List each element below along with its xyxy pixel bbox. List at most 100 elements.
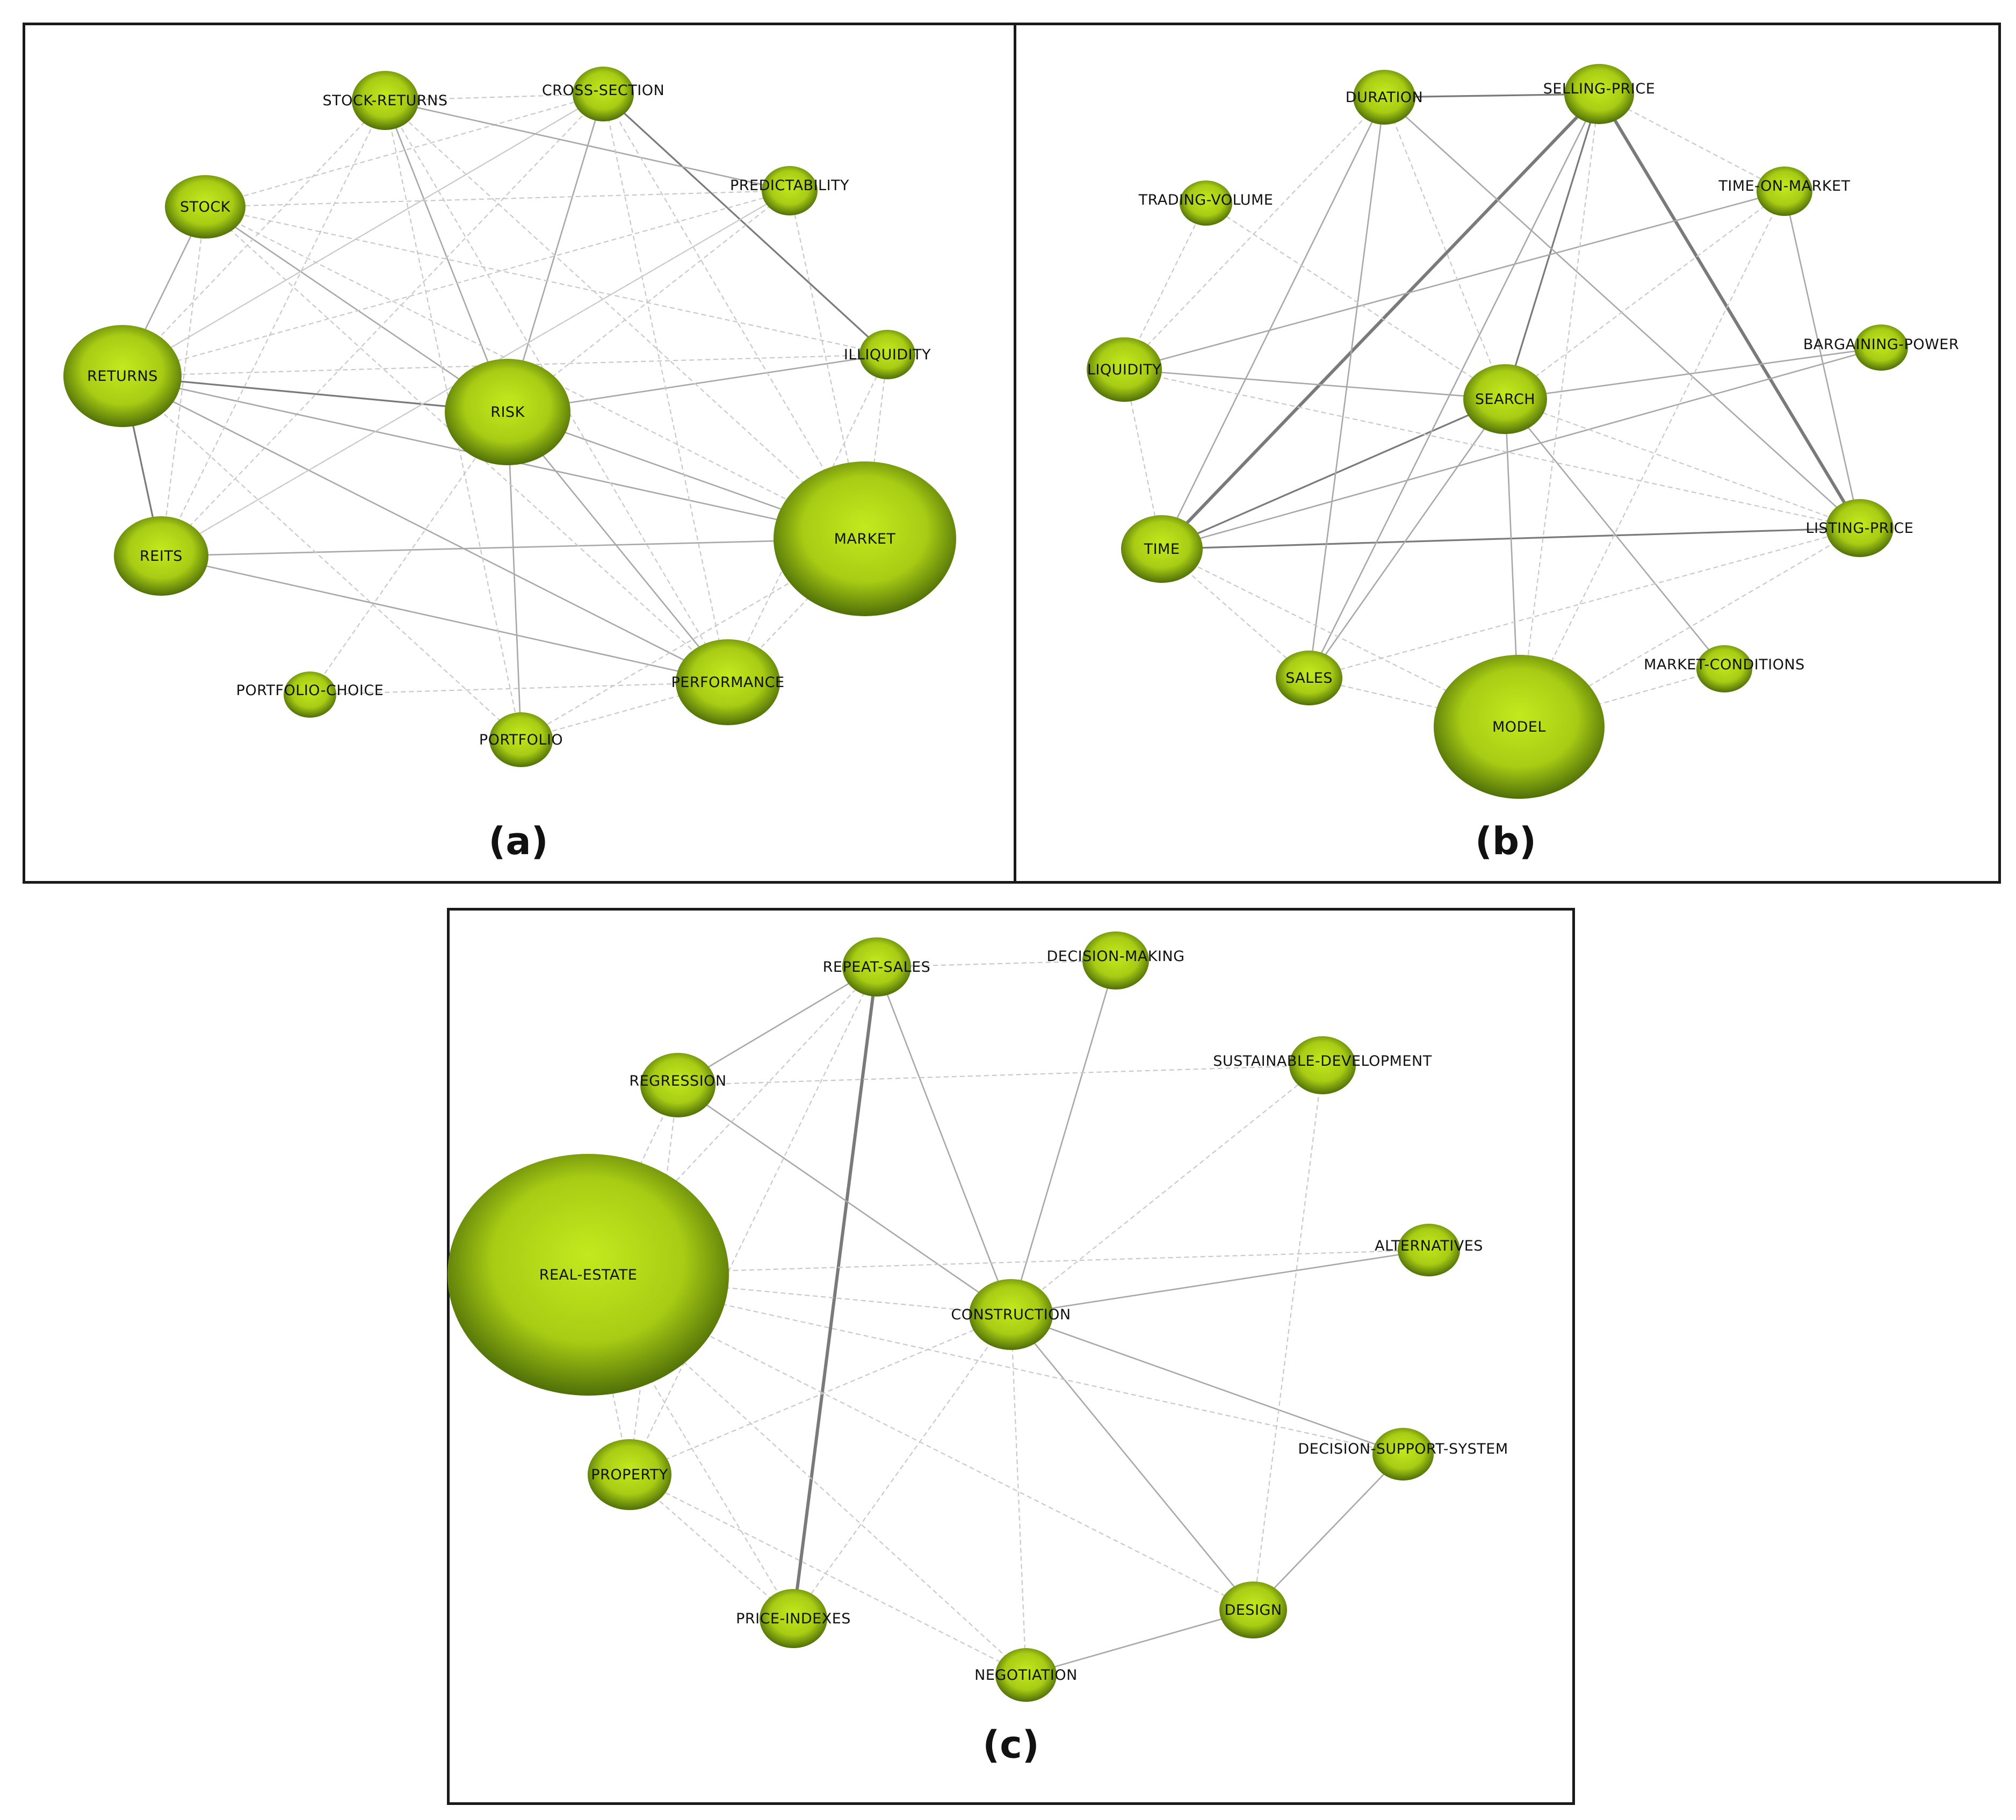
- node-label-c-regression: REGRESSION: [629, 1073, 726, 1089]
- node-label-c-decision-making: DECISION-MAKING: [1046, 948, 1184, 965]
- edge-c-regression-sustainable-development: [677, 1064, 1323, 1086]
- node-a-reits: [114, 516, 208, 596]
- node-label-a-predictability: PREDICTABILITY: [730, 177, 849, 194]
- edge-c-decision-making-construction: [1010, 960, 1117, 1315]
- node-c-construction: [969, 1279, 1053, 1350]
- edge-b-liquidity-listing-price: [1124, 369, 1860, 529]
- edge-a-returns-predictability: [122, 190, 790, 377]
- edge-a-returns-portfolio: [122, 375, 522, 740]
- edge-b-duration-liquidity: [1124, 97, 1385, 370]
- edge-c-construction-sustainable-development: [1010, 1065, 1323, 1315]
- edge-c-real-estate-repeat-sales: [588, 966, 877, 1275]
- edge-a-reits-cross-section: [161, 93, 604, 557]
- edge-a-risk-portfolio-choice: [309, 411, 508, 695]
- edge-c-construction-alternatives: [1010, 1249, 1429, 1316]
- node-b-market-conditions: [1696, 645, 1752, 692]
- node-label-b-time-on-market: TIME-ON-MARKET: [1718, 178, 1850, 194]
- edge-b-model-selling-price: [1518, 93, 1600, 727]
- edge-c-decision-support-system-design: [1253, 1454, 1404, 1610]
- edge-a-stock-returns-predictability: [385, 99, 790, 192]
- edge-b-time-on-market-search: [1505, 191, 1785, 400]
- node-c-regression: [640, 1053, 716, 1117]
- edge-a-stock-illiquidity: [205, 206, 888, 356]
- edge-c-design-negotiation: [1025, 1609, 1254, 1676]
- edge-b-duration-selling-price: [1384, 93, 1600, 98]
- edge-a-returns-risk: [122, 375, 508, 413]
- edge-a-stock-reits: [160, 206, 206, 557]
- edge-b-time-on-market-listing-price: [1783, 191, 1861, 529]
- node-label-a-returns: RETURNS: [87, 368, 158, 385]
- edge-a-stock-returns-reits: [161, 100, 386, 557]
- node-c-negotiation: [995, 1648, 1057, 1702]
- node-a-performance: [676, 639, 780, 725]
- node-label-b-trading-volume: TRADING-VOLUME: [1138, 192, 1274, 208]
- panel-label-c: (c): [982, 1723, 1039, 1767]
- node-b-duration: [1353, 70, 1415, 125]
- node-label-b-time: TIME: [1144, 541, 1180, 558]
- node-a-portfolio-choice: [284, 671, 336, 718]
- edge-a-predictability-market: [789, 190, 866, 539]
- node-label-a-reits: REITS: [140, 548, 183, 565]
- edge-b-selling-price-time-on-market: [1599, 93, 1785, 192]
- node-c-alternatives: [1398, 1224, 1460, 1276]
- edge-b-search-market-conditions: [1504, 399, 1725, 669]
- node-c-repeat-sales: [842, 937, 911, 996]
- edge-c-real-estate-construction: [588, 1274, 1011, 1316]
- node-label-c-alternatives: ALTERNATIVES: [1375, 1238, 1483, 1254]
- edge-a-cross-section-illiquidity: [602, 93, 888, 356]
- node-b-time: [1121, 515, 1203, 583]
- node-b-sales: [1276, 651, 1342, 705]
- edge-a-stock-cross-section: [205, 93, 604, 208]
- edge-a-risk-stock-returns: [384, 100, 509, 413]
- edge-a-stock-returns-cross-section: [385, 93, 604, 102]
- node-label-b-sales: SALES: [1285, 670, 1333, 687]
- edge-a-returns-stock-returns: [122, 100, 386, 377]
- node-label-a-market: MARKET: [834, 531, 896, 547]
- edge-b-time-search: [1161, 398, 1506, 550]
- node-label-a-portfolio: PORTFOLIO: [479, 732, 563, 748]
- node-c-property: [588, 1439, 671, 1510]
- edge-a-risk-stock: [205, 206, 508, 413]
- node-label-c-property: PROPERTY: [591, 1467, 668, 1483]
- node-c-sustainable-development: [1289, 1036, 1356, 1094]
- node-a-market: [774, 461, 956, 616]
- edge-b-search-bargaining-power: [1505, 346, 1882, 400]
- edge-b-sales-listing-price: [1309, 527, 1860, 679]
- node-c-price-indexes: [760, 1589, 827, 1648]
- node-label-a-cross-section: CROSS-SECTION: [542, 82, 664, 99]
- node-c-real-estate: [447, 1154, 729, 1396]
- node-b-search: [1463, 364, 1547, 434]
- node-label-a-stock: STOCK: [180, 199, 231, 215]
- edge-a-cross-section-performance: [602, 93, 729, 683]
- edge-b-selling-price-time: [1160, 92, 1601, 551]
- node-c-decision-support-system: [1372, 1428, 1434, 1480]
- edge-a-cross-section-returns: [122, 93, 604, 377]
- edge-a-risk-cross-section: [507, 93, 604, 413]
- edge-b-liquidity-search: [1124, 369, 1506, 400]
- node-label-c-real-estate: REAL-ESTATE: [539, 1267, 638, 1283]
- node-a-returns: [63, 325, 182, 427]
- edge-c-construction-price-indexes: [793, 1314, 1011, 1619]
- edge-c-repeat-sales-regression: [677, 966, 877, 1086]
- node-b-selling-price: [1564, 64, 1634, 124]
- edge-a-cross-section-market: [603, 93, 865, 539]
- node-a-cross-section: [573, 67, 634, 121]
- edge-a-reits-performance: [161, 555, 728, 683]
- edge-b-sales-search: [1308, 399, 1506, 678]
- node-label-a-risk: RISK: [490, 404, 525, 421]
- edge-a-risk-predictability: [507, 190, 790, 413]
- edge-a-performance-portfolio-choice: [309, 681, 728, 696]
- edge-a-illiquidity-performance: [727, 354, 888, 683]
- edge-b-sales-selling-price: [1308, 93, 1600, 678]
- node-label-c-repeat-sales: REPEAT-SALES: [823, 959, 931, 976]
- edge-c-construction-negotiation: [1010, 1314, 1027, 1675]
- node-b-listing-price: [1826, 499, 1894, 557]
- node-a-stock-returns: [352, 71, 418, 130]
- node-b-bargaining-power: [1854, 324, 1908, 371]
- node-label-c-construction: CONSTRUCTION: [951, 1306, 1071, 1323]
- node-label-c-price-indexes: PRICE-INDEXES: [736, 1610, 851, 1627]
- edge-b-selling-price-listing-price: [1598, 93, 1861, 529]
- edge-a-risk-illiquidity: [507, 353, 888, 413]
